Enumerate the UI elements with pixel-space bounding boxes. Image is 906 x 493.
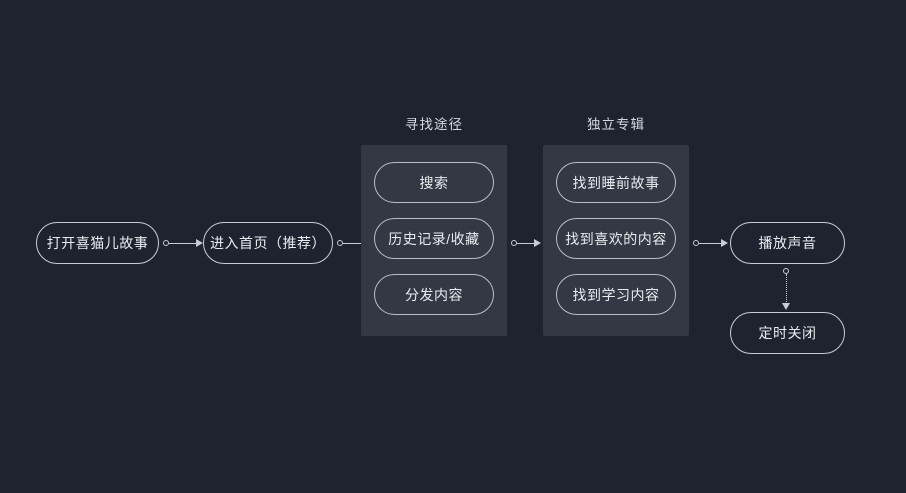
node-find-favorite-content[interactable]: 找到喜欢的内容 xyxy=(556,218,676,259)
connector-line xyxy=(699,242,723,244)
node-start[interactable]: 打开喜猫儿故事 xyxy=(36,222,159,264)
connector-arrowhead-icon xyxy=(721,239,728,247)
group-label-independent-album: 独立专辑 xyxy=(587,117,645,132)
node-find-bedtime-story[interactable]: 找到睡前故事 xyxy=(556,162,676,203)
connector-line xyxy=(169,242,198,244)
connector-start-dot xyxy=(337,240,343,246)
connector-start-to-home xyxy=(163,236,205,252)
node-find-learning-content[interactable]: 找到学习内容 xyxy=(556,274,676,315)
connector-start-dot xyxy=(511,240,517,246)
connector-start-dot xyxy=(693,240,699,246)
group-label-find-path: 寻找途径 xyxy=(405,117,463,132)
connector-start-dot xyxy=(783,268,789,274)
connector-arrowhead-icon xyxy=(534,239,541,247)
connector-arrowhead-icon xyxy=(196,239,203,247)
connector-line xyxy=(517,242,536,244)
node-play-sound[interactable]: 播放声音 xyxy=(730,222,845,264)
group-panel-find-path: 搜索 历史记录/收藏 分发内容 xyxy=(361,145,507,336)
node-distribute-content[interactable]: 分发内容 xyxy=(374,274,494,315)
connector-album-to-play xyxy=(693,236,735,252)
node-home[interactable]: 进入首页（推荐） xyxy=(203,222,333,264)
connector-play-to-timer xyxy=(781,268,797,314)
group-panel-independent-album: 找到睡前故事 找到喜欢的内容 找到学习内容 xyxy=(543,145,689,336)
connector-start-dot xyxy=(163,240,169,246)
connector-dotted-line xyxy=(785,274,787,304)
node-timer-off[interactable]: 定时关闭 xyxy=(730,312,845,354)
node-history-favorites[interactable]: 历史记录/收藏 xyxy=(374,218,494,259)
connector-arrowhead-icon xyxy=(782,303,790,310)
node-search[interactable]: 搜索 xyxy=(374,162,494,203)
